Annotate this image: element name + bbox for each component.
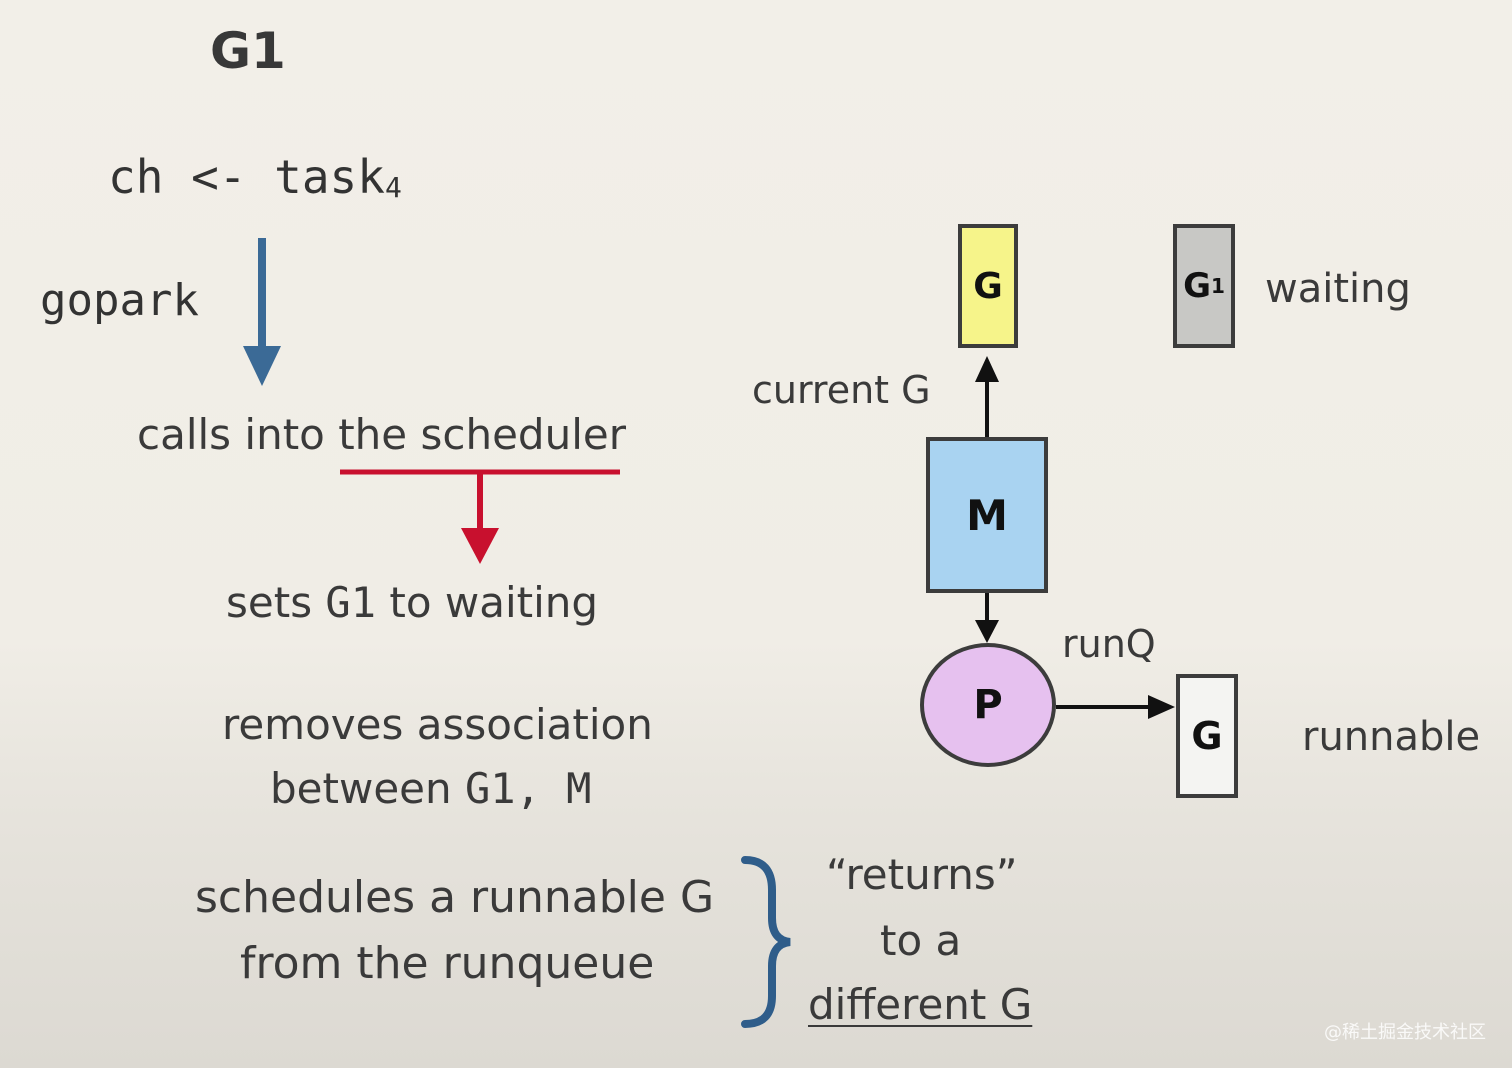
step-schedules-line2: from the runqueue (240, 938, 655, 989)
gopark-label: gopark (40, 275, 199, 326)
current-g-label: current G (752, 368, 931, 412)
curly-brace (741, 856, 791, 1028)
m-to-current-g-arrow (975, 356, 999, 437)
sets-prefix: sets (226, 578, 326, 627)
waiting-label: waiting (1265, 266, 1411, 312)
slide-title: G1 (210, 22, 286, 80)
code-statement: ch <- task4 (108, 150, 402, 204)
m-box: M (926, 437, 1048, 593)
m-to-p-arrow (975, 593, 999, 643)
runnable-label: runnable (1302, 714, 1481, 760)
gopark-down-arrow (243, 238, 281, 386)
returns-line1: “returns” (826, 850, 1018, 899)
runq-label: runQ (1062, 622, 1156, 666)
step-schedules-line1: schedules a runnable G (195, 872, 714, 923)
watermark: @稀土掘金技术社区 (1324, 1022, 1486, 1043)
step-removes-line2: between G1, M (270, 764, 591, 813)
sets-g1: G1 (325, 578, 376, 627)
returns-line2: to a (880, 916, 962, 965)
step-calls-scheduler: calls into the scheduler (137, 410, 626, 459)
waiting-g-letter: G (1183, 266, 1211, 306)
sets-suffix: to waiting (376, 578, 599, 627)
p-to-runq-arrow (1056, 695, 1175, 719)
current-g-box: G (958, 224, 1018, 348)
waiting-g-sub: 1 (1211, 274, 1225, 298)
removes-prefix: between (270, 764, 465, 813)
scheduler-red-arrow (340, 469, 620, 564)
schedules-g: G (679, 872, 715, 923)
step-sets-waiting: sets G1 to waiting (226, 578, 598, 627)
code-subscript: 4 (384, 171, 402, 204)
runnable-g-box: G (1176, 674, 1238, 798)
schedules-prefix: schedules a runnable (195, 872, 680, 923)
code-text: ch <- task (108, 150, 385, 204)
returns-line3: different G (808, 980, 1033, 1029)
step-removes-line1: removes association (222, 700, 653, 749)
removes-g1-m: G1, M (464, 764, 592, 813)
p-circle: P (920, 643, 1056, 767)
